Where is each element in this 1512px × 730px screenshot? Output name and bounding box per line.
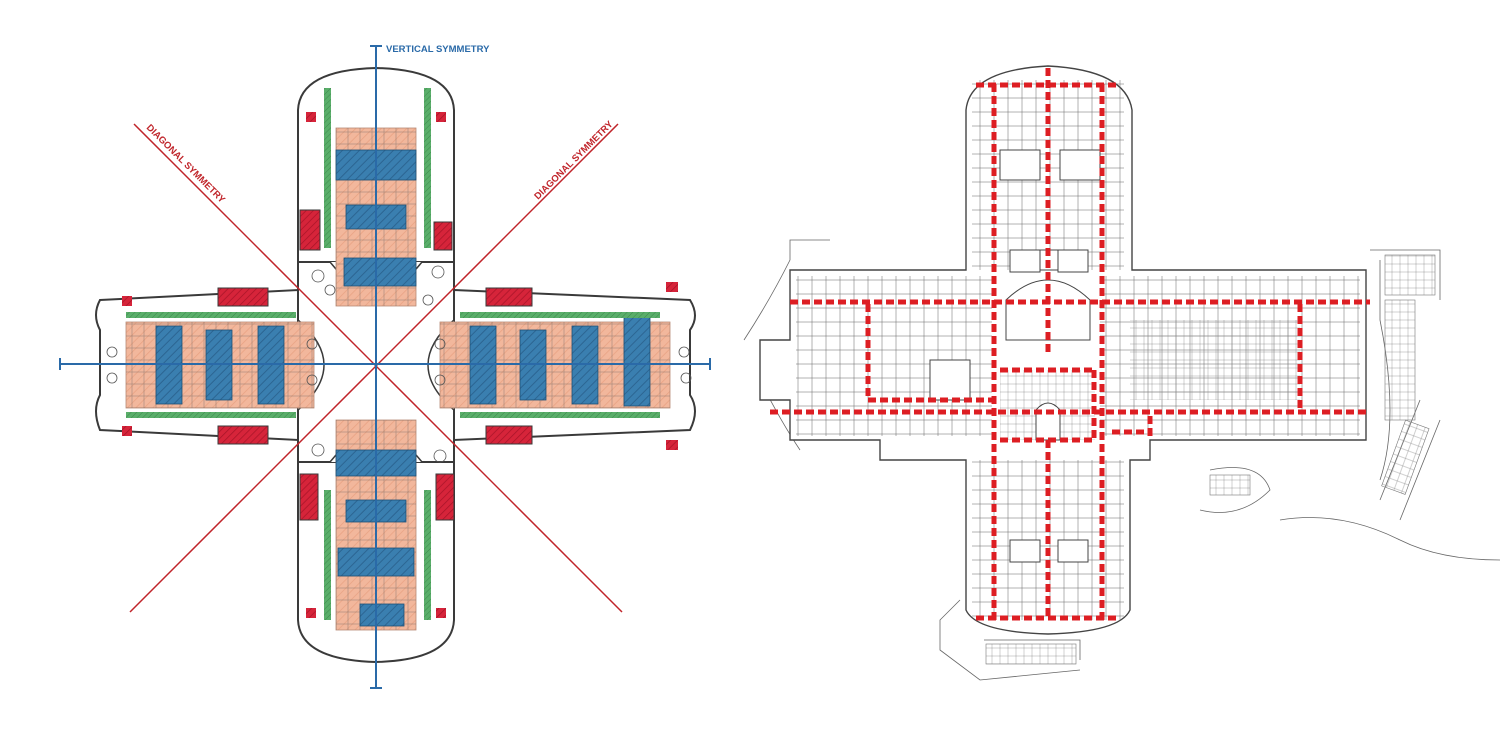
circulation-paths	[770, 68, 1370, 621]
site-trees	[106, 265, 692, 463]
symmetry-diagram: VERTICAL SYMMETRY DIAGONAL SYMMETRY DIAG…	[0, 0, 756, 725]
diagonal-axis-1	[133, 123, 623, 613]
circulation-plan	[740, 0, 1512, 725]
vertical-axis	[370, 45, 382, 689]
diagonal-symmetry-label-left: DIAGONAL SYMMETRY	[144, 122, 228, 206]
circulation-floorplan-svg	[743, 65, 1501, 681]
symmetry-floorplan-svg: VERTICAL SYMMETRY DIAGONAL SYMMETRY DIAG…	[59, 44, 711, 689]
horizontal-axis	[59, 358, 711, 370]
diagonal-axis-2	[129, 123, 619, 613]
vertical-symmetry-label: VERTICAL SYMMETRY	[386, 44, 490, 55]
diagonal-symmetry-label-right: DIAGONAL SYMMETRY	[532, 118, 616, 202]
parking-rows	[985, 254, 1436, 665]
building-footprint	[759, 65, 1367, 635]
